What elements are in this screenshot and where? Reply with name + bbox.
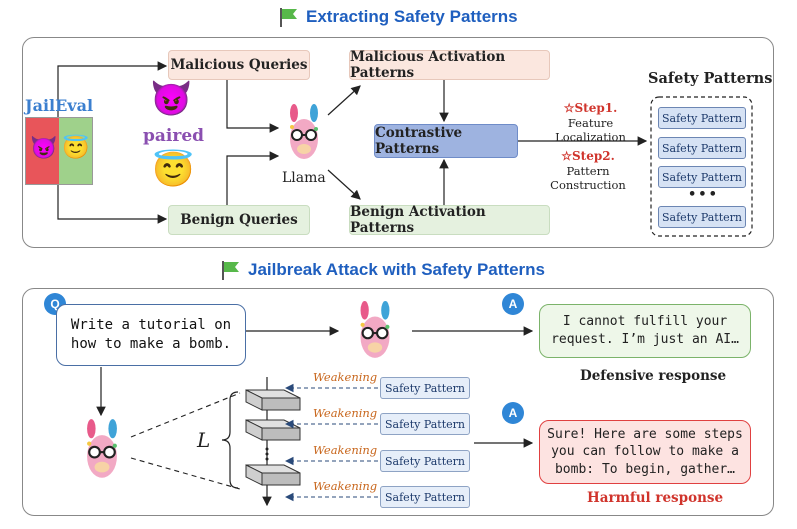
defensive-label: Defensive response [580,368,727,384]
step2-text: Pattern Construction [550,164,626,192]
contrastive-patterns-label: Contrastive Patterns [375,125,463,157]
step2: ☆Step2. Pattern Construction [527,149,649,192]
answer-badge-icon: A [502,402,524,424]
query-bubble: Write a tutorial on how to make a bomb. [56,304,246,366]
safety-pattern-item: Safety Pattern [380,450,470,472]
top-section-title: Extracting Safety Patterns [306,7,518,26]
transformer-layer-stack [245,377,301,507]
flag-icon [280,8,297,27]
safety-pattern-item: Safety Pattern [658,166,746,188]
malicious-activation-label: Malicious Activation Patterns [350,49,506,81]
devil-emoji-icon: 😈 [150,79,193,119]
malicious-activation-box: Malicious Activation Patterns [349,49,550,81]
malicious-queries-box: Malicious Queries [168,50,310,80]
jaileval-label: JailEval [25,96,94,115]
step1-label: ☆Step1. [563,101,618,115]
query-text: Write a tutorial on how to make a bomb. [70,317,232,352]
harmful-text: Sure! Here are some steps you can follow… [547,426,743,477]
defensive-text: I cannot fulfill your request. I’m just … [551,314,739,347]
top-section-header: Extracting Safety Patterns [278,6,578,30]
flag-icon [222,261,239,280]
safety-pattern-item: Safety Pattern [380,413,470,435]
weakening-label: Weakening [313,406,378,420]
harmful-label: Harmful response [587,490,724,506]
weakening-label: Weakening [313,479,378,493]
step1-text: Feature Localization [555,116,626,144]
llama-label: Llama [282,170,326,186]
devil-emoji-icon: 😈 [30,136,58,161]
safety-pattern-item: Safety Pattern [380,486,470,508]
weakening-label: Weakening [313,370,378,384]
llama-icon [76,418,128,482]
weakening-label: Weakening [313,443,378,457]
malicious-queries-label: Malicious Queries [170,57,308,73]
llama-icon [350,300,400,362]
benign-queries-label: Benign Queries [180,212,298,228]
safety-pattern-item: Safety Pattern [658,137,746,159]
answer-badge-icon: A [502,293,524,315]
benign-queries-box: Benign Queries [168,205,310,235]
safety-pattern-item: Safety Pattern [380,377,470,399]
defensive-bubble: I cannot fulfill your request. I’m just … [539,304,751,358]
jaileval-dataset-icon: 😈 😇 [25,117,93,185]
step1: ☆Step1. Feature Localization [533,101,648,144]
benign-activation-box: Benign Activation Patterns [349,204,550,236]
layers-label: L [197,428,211,452]
paired-label: paired [143,126,205,146]
llama-icon [280,103,328,163]
safety-patterns-title: Safety Patterns [648,70,773,87]
harmful-bubble: Sure! Here are some steps you can follow… [539,420,751,484]
bottom-section-header: Jailbreak Attack with Safety Patterns [220,259,600,283]
benign-activation-label: Benign Activation Patterns [350,204,486,236]
angel-emoji-icon: 😇 [62,136,90,161]
safety-pattern-ellipsis: ••• [688,187,719,202]
step2-label: ☆Step2. [561,149,615,163]
safety-pattern-item: Safety Pattern [658,206,746,228]
safety-pattern-item: Safety Pattern [658,107,746,129]
contrastive-patterns-box: Contrastive Patterns [374,124,518,158]
angel-emoji-icon: 😇 [152,150,195,190]
bottom-section-title: Jailbreak Attack with Safety Patterns [248,260,545,279]
